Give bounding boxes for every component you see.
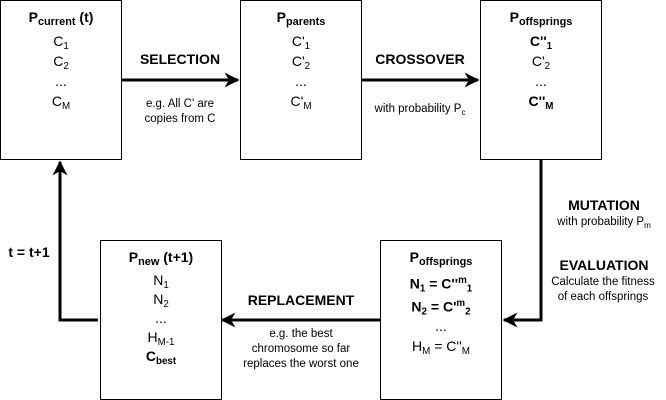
chromosome-item-crossed: C''M [528,93,554,112]
chromosome-item: C'M [290,93,312,112]
population-offsprings-bottom-box: Poffsprings N1 = C''m1 N2 = C'm2 ... HM … [380,240,502,400]
ellipsis: ... [535,73,547,89]
selection-label: SELECTION [139,51,221,67]
best-chromosome-item: Cbest [145,348,177,367]
population-new-box: Pnew (t+1) N1 N2 ... HM-1 Cbest [100,240,222,400]
chromosome-item: N1 [153,272,169,291]
offspring-item-mutated: N1 = C''m1 [409,275,473,295]
crossover-label: CROSSOVER [375,51,465,67]
chromosome-item: C'1 [291,33,311,52]
population-offsprings-top-title: Poffsprings [509,9,573,28]
ellipsis: ... [155,310,167,326]
crossover-note: with probability Pc [374,103,466,117]
chromosome-item: HM-1 [147,329,175,348]
chromosome-item: C'2 [531,53,551,72]
ellipsis: ... [55,73,67,89]
mutation-evaluation-arrow [502,160,543,328]
loop-label: t = t+1 [8,244,50,260]
mutation-note: with probability Pm [557,216,651,230]
population-current-box: Pcurrent (t) C1 C2 ... CM [0,0,122,160]
chromosome-item: C1 [53,33,69,52]
replacement-note: e.g. the best chromosome so far replaces… [243,328,359,370]
chromosome-item: CM [51,93,71,112]
population-offsprings-bottom-title: Poffsprings [409,249,473,268]
ellipsis: ... [295,73,307,89]
replacement-label: REPLACEMENT [247,292,355,308]
population-new-title: Pnew (t+1) [128,249,194,268]
chromosome-item-crossed: C''1 [529,33,553,52]
population-parents-box: Pparents C'1 C'2 ... C'M [240,0,362,160]
chromosome-item: C2 [53,53,69,72]
mutation-label: MUTATION [568,197,640,213]
population-current-title: Pcurrent (t) [28,9,94,28]
evaluation-note: Calculate the fitness of each offsprings [551,276,655,303]
offspring-item: HM = C''M [412,338,470,358]
population-offsprings-top-box: Poffsprings C''1 C'2 ... C''M [480,0,602,160]
offspring-item-mutated: N2 = C'm2 [411,297,471,318]
evaluation-label: EVALUATION [559,257,649,273]
selection-note: e.g. All C' are copies from C [144,98,216,125]
chromosome-item: C'2 [291,53,311,72]
loop-arrow [52,160,98,322]
ellipsis: ... [435,318,447,335]
population-parents-title: Pparents [276,9,326,28]
chromosome-item: N2 [153,291,169,310]
